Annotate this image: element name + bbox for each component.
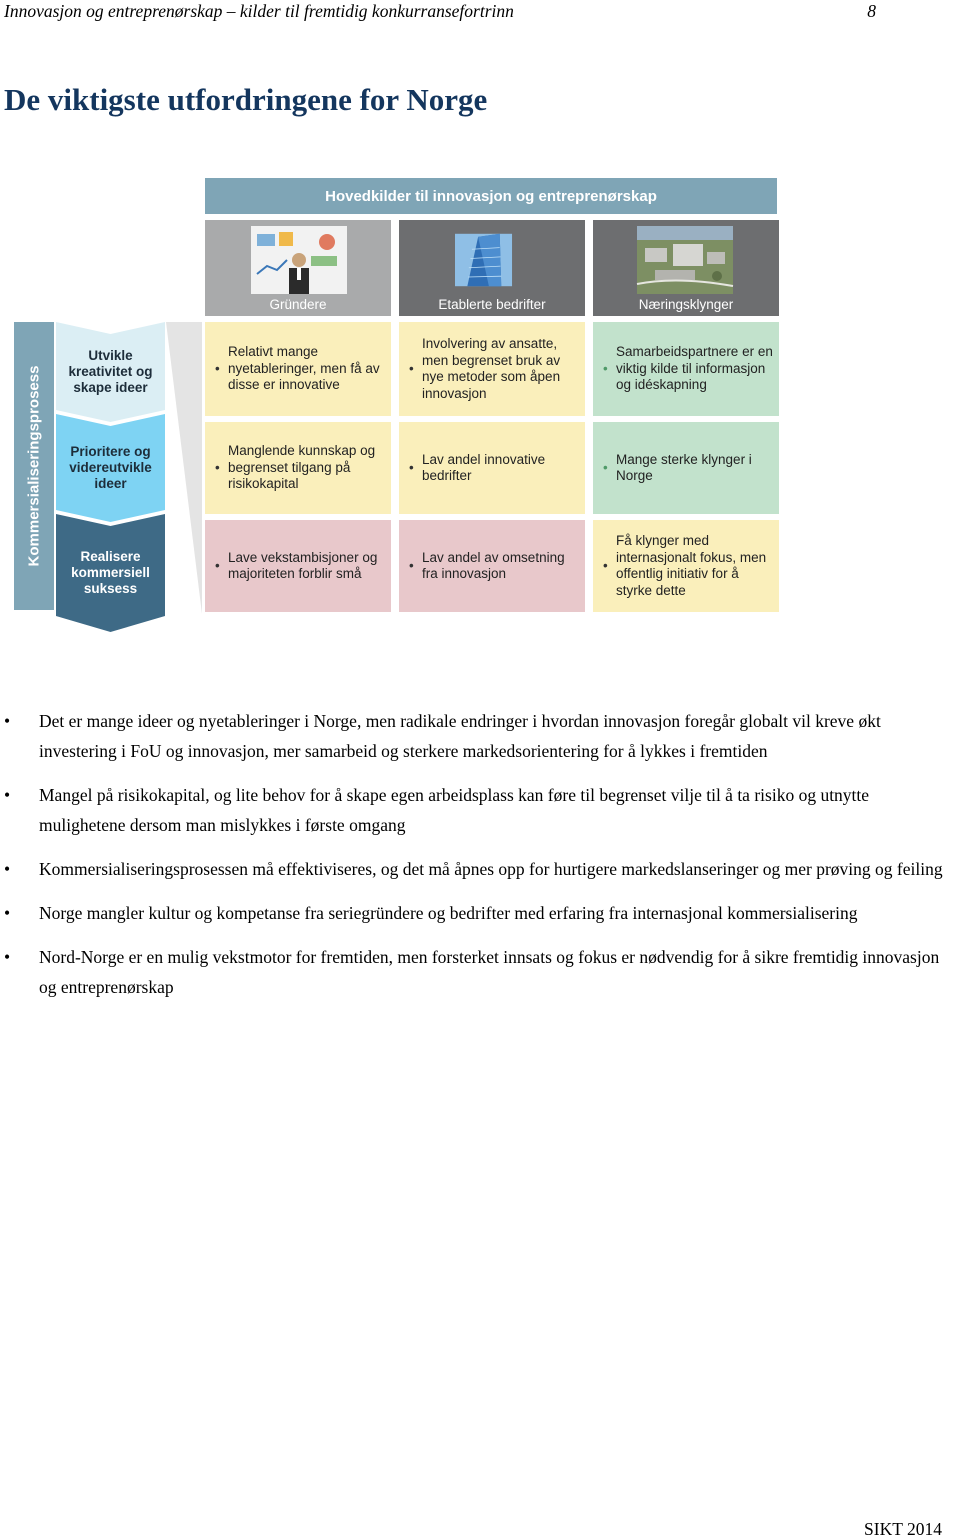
list-item: •Kommersialiseringsprosessen må effektiv… (4, 859, 943, 879)
office-building-photo (455, 233, 513, 287)
source-header-etablerte-bedrifter: Etablerte bedrifter (399, 220, 585, 316)
innovation-sources-diagram: Hovedkilder til innovasjon og entreprenø… (0, 176, 960, 636)
stage-utvikle: Utvikle kreativitet og skape ideer (56, 322, 165, 422)
cell-bedrifter-prioritere: •Lav andel innovative bedrifter (399, 422, 585, 514)
running-header: Innovasjon og entreprenørskap – kilder t… (4, 0, 876, 22)
list-item: •Mangel på risikokapital, og lite behov … (4, 785, 870, 835)
cell-grundere-prioritere: •Manglende kunnskap og begrenset tilgang… (205, 422, 391, 514)
cell-klynger-ideer: •Samarbeidspartnere er en viktig kilde t… (593, 322, 779, 416)
diagram-banner: Hovedkilder til innovasjon og entreprenø… (205, 178, 777, 214)
entrepreneur-photo (251, 226, 347, 294)
cell-klynger-prioritere: •Mange sterke klynger i Norge (593, 422, 779, 514)
industrial-cluster-aerial-photo (636, 226, 734, 294)
list-item: •Det er mange ideer og nyetableringer i … (4, 711, 881, 761)
source-header-grundere: Gründere (205, 220, 391, 316)
process-label-bar: Kommersialiseringsprosess (14, 322, 54, 610)
page-title: De viktigste utfordringene for Norge (4, 82, 488, 117)
cell-grundere-ideer: •Relativt mange nyetableringer, men få a… (205, 322, 391, 416)
source-label-naeringsklynger: Næringsklynger (638, 297, 734, 312)
cell-bedrifter-realisere: •Lav andel av omsetning fra innovasjon (399, 520, 585, 612)
list-item: •Norge mangler kultur og kompetanse fra … (4, 903, 858, 923)
process-label: Kommersialiseringsprosess (25, 365, 43, 567)
list-item: •Nord-Norge er en mulig vekstmotor for f… (4, 947, 940, 997)
cell-grundere-realisere: •Lave vekstambisjoner og majoriteten for… (205, 520, 391, 612)
source-label-grundere: Gründere (269, 297, 327, 312)
cell-bedrifter-ideer: •Involvering av ansatte, men begrenset b… (399, 322, 585, 416)
cell-klynger-realisere: •Få klynger med internasjonalt fokus, me… (593, 520, 779, 612)
page-footer: SIKT 2014 (864, 1519, 942, 1539)
page-number: 8 (867, 1, 876, 21)
source-header-naeringsklynger: Næringsklynger (593, 220, 779, 316)
challenges-list: •Det er mange ideer og nyetableringer i … (0, 706, 960, 1016)
stage-realisere: Realisere kommersiell suksess (56, 514, 165, 632)
source-label-etablerte-bedrifter: Etablerte bedrifter (438, 297, 546, 312)
funnel-wedge (166, 322, 202, 614)
stage-prioritere: Prioritere og videreutvikle ideer (56, 414, 165, 522)
running-title: Innovasjon og entreprenørskap – kilder t… (4, 1, 514, 21)
